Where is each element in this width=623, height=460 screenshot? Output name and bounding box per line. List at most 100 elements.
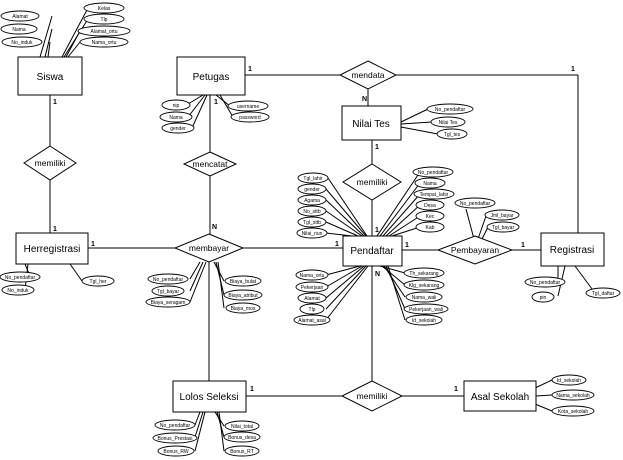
relation-mencatat: mencatat xyxy=(182,151,238,177)
attribute-label: Tgl_daftar xyxy=(592,291,615,297)
attribute-label: Tgl_bayar xyxy=(492,225,515,231)
relation-nilai-pendaftar: memiliki xyxy=(342,163,402,201)
entity-herregistrasi-label: Herregistrasi xyxy=(24,244,81,255)
attribute-label: Desa xyxy=(424,203,436,209)
cardinality: 1 xyxy=(454,386,458,393)
attribute-label: Kec xyxy=(426,214,435,220)
attribute-label: Nilai Tes xyxy=(439,120,458,126)
attribute-label: Klg_sekarang xyxy=(409,283,440,289)
attribute-group-siswa: Alamat Kelas Nama Tlp No_induk Alamat_or… xyxy=(0,2,131,48)
cardinality: 1 xyxy=(248,66,252,73)
entity-siswa-label: Siswa xyxy=(37,72,64,83)
attribute-group-nilai-tes: No_pendaftar Nilai Tes Tgl_tes xyxy=(426,103,474,140)
relation-pembayaran: Pembayaran xyxy=(436,235,514,265)
entity-herregistrasi: Herregistrasi xyxy=(15,232,89,265)
attribute-label: No_induk xyxy=(7,288,29,294)
attribute-label: No_pendaftar xyxy=(530,280,561,286)
entity-nilai-tes-label: Nilai Tes xyxy=(352,119,390,130)
cardinality: 1 xyxy=(91,241,95,248)
attribute-label: Id_sekolah xyxy=(412,318,436,324)
attribute-group-registrasi: No_pendaftar pin Tgl_daftar xyxy=(524,276,621,303)
attribute-group-asal-sekolah: Id_sekolah Nama_sekolah Kota_sekolah xyxy=(551,374,595,417)
attribute-group-lolos-seleksi: No_pendaftar Nilai_total Bonus_Prestasi … xyxy=(152,419,261,457)
attribute-label: No_sttb xyxy=(303,209,320,215)
attribute-group-herregistrasi: No_pendaftar No_induk Tgl_her xyxy=(0,271,115,296)
attribute-label: Agama xyxy=(304,198,320,204)
attribute-label: Nilai_nun xyxy=(302,231,323,237)
attribute-group-pendaftar-top-left: Tgl_lahir gender Agama No_sttb Tgl_sttb … xyxy=(296,172,329,239)
cardinality: 1 xyxy=(53,226,57,233)
entity-registrasi: Registrasi xyxy=(540,232,605,267)
attribute-label: Tgl_lahir xyxy=(303,176,323,182)
cardinality: 1 xyxy=(53,99,57,106)
attribute-label: Tlp xyxy=(101,17,108,23)
cardinality: 1 xyxy=(521,242,525,249)
attribute-label: Alamat_asal xyxy=(298,318,326,324)
attribute-label: nip xyxy=(173,103,180,109)
attribute-label: username xyxy=(237,104,259,110)
cardinality: 1 xyxy=(335,241,339,248)
cardinality: 1 xyxy=(375,144,379,151)
cardinality: 1 xyxy=(571,66,575,73)
entity-nilai-tes: Nilai Tes xyxy=(341,105,402,141)
attribute-label: No_pendaftar xyxy=(460,201,491,207)
attribute-label: Nama_sekolah xyxy=(556,393,590,399)
attribute-label: Biaya_bulat xyxy=(230,279,257,285)
attribute-label: Tgl_tes xyxy=(444,132,461,138)
attribute-label: No_pendaftar xyxy=(5,275,36,281)
entity-lolos-seleksi: Lolos Seleksi xyxy=(172,380,247,413)
relation-pembayaran-label: Pembayaran xyxy=(451,245,499,255)
relation-mendata: mendata xyxy=(338,60,398,90)
attribute-group-pendaftar-bottom-right: Th_sekarang Klg_sekarang Nama_wali Peker… xyxy=(403,267,449,326)
connector-lines xyxy=(24,7,596,452)
attribute-label: No_pendaftar xyxy=(153,277,184,283)
cardinality: N xyxy=(212,224,217,231)
relation-nilai-pendaftar-label: memiliki xyxy=(357,177,388,187)
attribute-label: Tgl_bayar xyxy=(157,289,180,295)
relation-membayar-label: membayar xyxy=(189,243,229,253)
attribute-label: Nama xyxy=(423,181,437,187)
attribute-label: Kota_sekolah xyxy=(558,409,589,415)
attribute-label: password xyxy=(239,115,261,121)
entity-siswa: Siswa xyxy=(17,56,83,96)
attribute-label: Biaya_atribut xyxy=(228,293,258,299)
attribute-label: No_induk xyxy=(11,40,33,46)
attribute-label: gender xyxy=(304,187,320,193)
attribute-label: Kab xyxy=(426,225,435,231)
attribute-label: Jml_bayar xyxy=(490,213,513,219)
entity-petugas-label: Petugas xyxy=(193,72,230,83)
attribute-label: Bonus_desa xyxy=(228,435,256,441)
attribute-label: Tgl_sttb xyxy=(303,220,321,226)
relation-lolos-asal-label: memiliki xyxy=(357,391,388,401)
attribute-label: Tlp xyxy=(309,307,316,313)
attribute-label: Nama_ortu xyxy=(92,40,117,46)
relation-siswa-herregistrasi-label: memiliki xyxy=(35,158,66,168)
cardinality: 1 xyxy=(405,242,409,249)
attribute-label: Nama xyxy=(169,115,183,121)
attribute-label: No_pendaftar xyxy=(160,423,191,429)
attribute-label: Biaya_seragam xyxy=(151,300,186,306)
cardinality: 1 xyxy=(375,227,379,234)
entity-petugas: Petugas xyxy=(176,56,246,96)
attribute-label: Bonus_RW xyxy=(163,449,188,455)
entity-registrasi-label: Registrasi xyxy=(550,245,594,256)
cardinality-labels: 1 1 1 1 1 N 1 N 1 1 1 1 1 N 1 1 xyxy=(53,66,575,393)
attribute-label: gender xyxy=(170,126,186,132)
entity-asal-sekolah-label: Asal Sekolah xyxy=(471,392,529,403)
attribute-label: Nama xyxy=(12,27,26,33)
entity-lolos-seleksi-label: Lolos Seleksi xyxy=(180,392,239,403)
attribute-label: No_pendaftar xyxy=(418,170,449,176)
attribute-label: Alamat_ortu xyxy=(91,29,118,35)
attribute-group-membayar: No_pendaftar Biaya_bulat Tgl_bayar Biaya… xyxy=(145,273,263,314)
attribute-label: Bonus_Prestasi xyxy=(157,436,192,442)
attribute-label: Tgl_her xyxy=(90,279,107,285)
attribute-label: Kelas xyxy=(98,6,111,12)
entity-asal-sekolah: Asal Sekolah xyxy=(463,380,537,412)
attribute-label: Alamat xyxy=(304,296,320,302)
attribute-label: Nama_wali xyxy=(412,295,437,301)
entity-pendaftar: Pendaftar xyxy=(342,235,403,267)
attribute-label: Pekerjaan xyxy=(301,285,324,291)
attribute-label: Th_sekarang xyxy=(409,271,438,277)
attribute-group-pendaftar-top-right: No_pendaftar Nama Tempat_lahir Desa Kec … xyxy=(412,166,455,233)
